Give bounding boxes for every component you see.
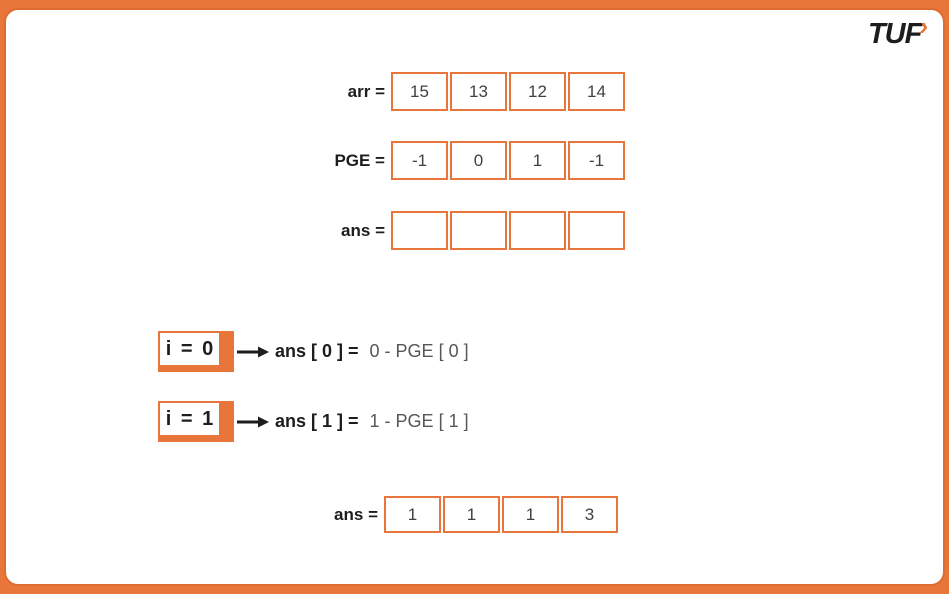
iterator-label: i = 0: [158, 331, 221, 367]
array-cell: 3: [561, 496, 618, 533]
array-cell: -1: [391, 141, 448, 180]
diagram-sheet: TUF › arr = 15 13 12 14 PGE = -1 0 1 -1: [4, 8, 945, 586]
logo-chevron-icon: ›: [919, 11, 928, 41]
array-label-pge: PGE =: [334, 150, 385, 170]
array-cells-ans-final: 1 1 1 3: [384, 496, 618, 533]
step-row-1: i = 1 ans [ 1 ] = 1 - PGE [ 1 ]: [158, 401, 469, 442]
array-cell: 14: [568, 72, 625, 111]
array-row-ans-empty: ans =: [245, 211, 625, 250]
formula-rhs: 0 - PGE [ 0 ]: [369, 341, 469, 361]
array-label-ans-empty: ans =: [341, 220, 385, 240]
array-cell: [509, 211, 566, 250]
logo-text: TUF: [867, 18, 922, 50]
formula-rhs: 1 - PGE [ 1 ]: [369, 411, 469, 431]
array-cell: 0: [450, 141, 507, 180]
array-cell: 1: [509, 141, 566, 180]
array-cell: 13: [450, 72, 507, 111]
array-cell: 15: [391, 72, 448, 111]
array-cell: 12: [509, 72, 566, 111]
array-cell: [450, 211, 507, 250]
step-formula: ans [ 0 ] = 0 - PGE [ 0 ]: [275, 341, 469, 362]
array-label-ans-final: ans =: [334, 504, 378, 524]
array-cell: [568, 211, 625, 250]
array-row-arr: arr = 15 13 12 14: [245, 72, 625, 111]
iterator-box: i = 1: [158, 401, 234, 442]
array-cell: 1: [443, 496, 500, 533]
array-row-pge: PGE = -1 0 1 -1: [245, 141, 625, 180]
formula-lhs: ans [ 0 ] =: [275, 341, 359, 361]
array-cells-ans-empty: [391, 211, 625, 250]
array-label-arr: arr =: [347, 81, 385, 101]
arrow-right-icon: [237, 414, 269, 430]
array-cells-pge: -1 0 1 -1: [391, 141, 625, 180]
array-cell: 1: [502, 496, 559, 533]
array-row-ans-final: ans = 1 1 1 3: [238, 496, 618, 533]
array-cell: 1: [384, 496, 441, 533]
iterator-box: i = 0: [158, 331, 234, 372]
tuf-logo: TUF ›: [867, 13, 928, 50]
step-formula: ans [ 1 ] = 1 - PGE [ 1 ]: [275, 411, 469, 432]
arrow-right-icon: [237, 344, 269, 360]
formula-lhs: ans [ 1 ] =: [275, 411, 359, 431]
array-cells-arr: 15 13 12 14: [391, 72, 625, 111]
array-cell: [391, 211, 448, 250]
array-cell: -1: [568, 141, 625, 180]
step-row-0: i = 0 ans [ 0 ] = 0 - PGE [ 0 ]: [158, 331, 469, 372]
iterator-label: i = 1: [158, 401, 221, 437]
